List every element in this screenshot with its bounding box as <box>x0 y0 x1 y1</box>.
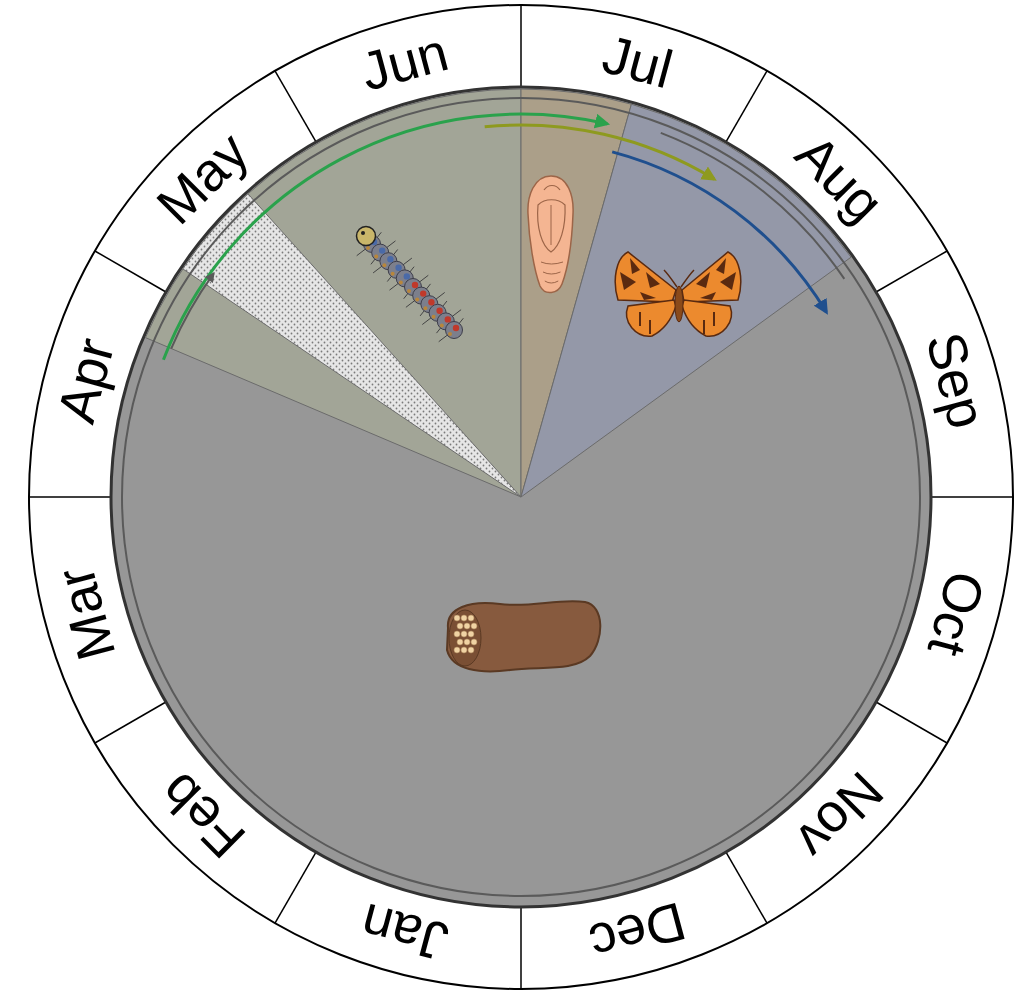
month-dividers <box>29 5 1013 989</box>
month-label: Oct <box>920 566 994 661</box>
stage-arrow <box>485 125 715 179</box>
month-label: Apr <box>48 333 122 428</box>
month-ring <box>29 5 1013 989</box>
egg-stage-disk <box>111 87 931 907</box>
month-label: Mar <box>47 562 123 666</box>
stage-arrow <box>612 152 826 312</box>
pupa <box>528 176 573 293</box>
month-label: May <box>147 123 257 233</box>
larva-wedge <box>145 89 521 497</box>
month-label: Nov <box>787 763 893 869</box>
month-label: Aug <box>787 125 893 231</box>
month-label: Jul <box>597 26 678 96</box>
stage-arrow <box>171 274 213 349</box>
inner-ring-line <box>122 98 920 896</box>
month-label: Dec <box>584 894 691 971</box>
month-label: Feb <box>150 764 254 868</box>
caterpillar <box>357 227 464 342</box>
month-label: Sep <box>918 327 995 434</box>
egg-mass <box>447 601 600 671</box>
month-label: Jun <box>355 24 453 99</box>
month-label: Jan <box>355 895 453 970</box>
hatching-wedge <box>183 194 521 497</box>
moth <box>615 252 741 336</box>
